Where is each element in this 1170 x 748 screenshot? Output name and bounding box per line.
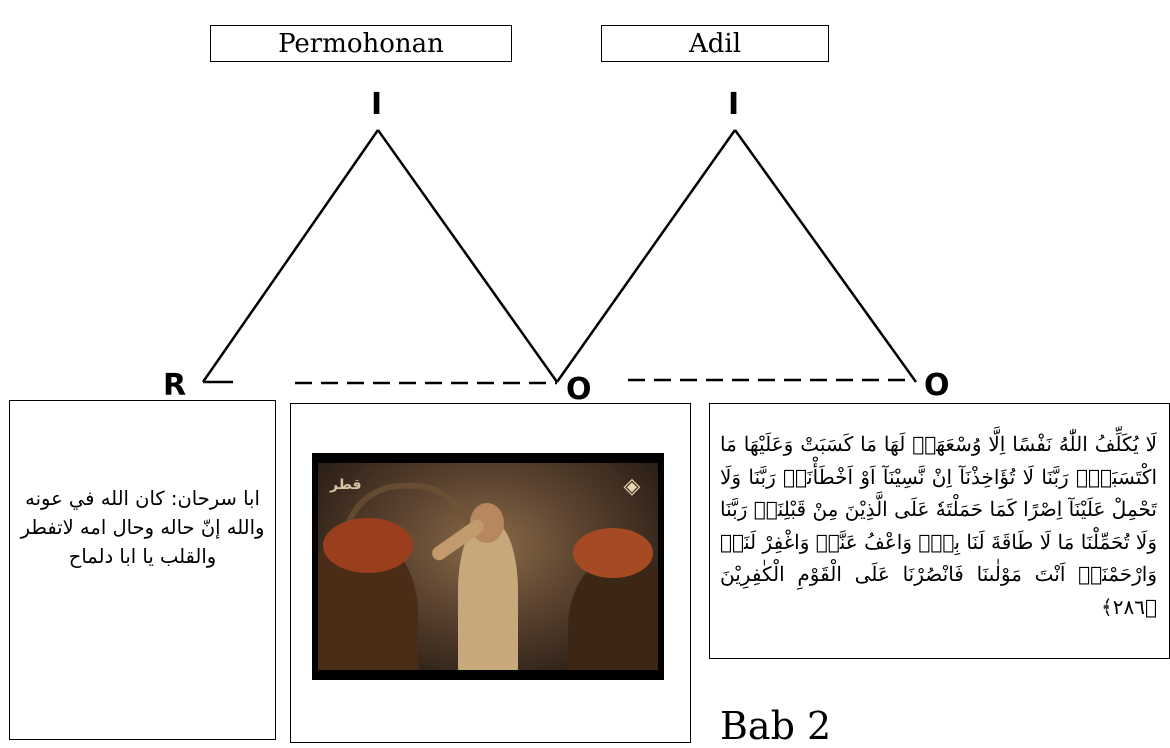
- edge-i2-o2: [733, 129, 918, 383]
- node-r: R: [163, 368, 186, 400]
- edge-o1-i2: [555, 129, 737, 383]
- video-panel: قطر ◈: [290, 403, 691, 743]
- node-i1: I: [371, 87, 382, 122]
- figure-center: [458, 523, 518, 670]
- turban-left: [323, 518, 413, 573]
- edge-r-i1: [201, 129, 380, 383]
- node-o1: O: [566, 372, 592, 400]
- channel-logo-icon: ◈: [623, 474, 641, 499]
- verse-panel: لَا يُكَلِّفُ اللّٰهُ نَفْسًا اِلَّا وُس…: [709, 403, 1170, 659]
- zigzag-diagram: R O O I I: [163, 87, 950, 400]
- video-still: قطر ◈: [318, 463, 658, 670]
- turban-right: [573, 528, 653, 578]
- label-adil: Adil: [601, 25, 829, 62]
- dialogue-text: ابا سرحان: كان الله في عونه والله إنّ حا…: [20, 487, 265, 568]
- dialogue-panel: ابا سرحان: كان الله في عونه والله إنّ حا…: [9, 400, 276, 740]
- section-heading: Bab 2: [720, 704, 832, 748]
- node-o2: O: [924, 368, 950, 400]
- node-i2: I: [728, 87, 739, 122]
- video-frame: قطر ◈: [312, 453, 664, 680]
- edge-i1-o1: [376, 129, 559, 383]
- verse-text: لَا يُكَلِّفُ اللّٰهُ نَفْسًا اِلَّا وُس…: [720, 432, 1157, 619]
- channel-watermark: قطر: [330, 477, 362, 493]
- label-permohonan: Permohonan: [210, 25, 512, 62]
